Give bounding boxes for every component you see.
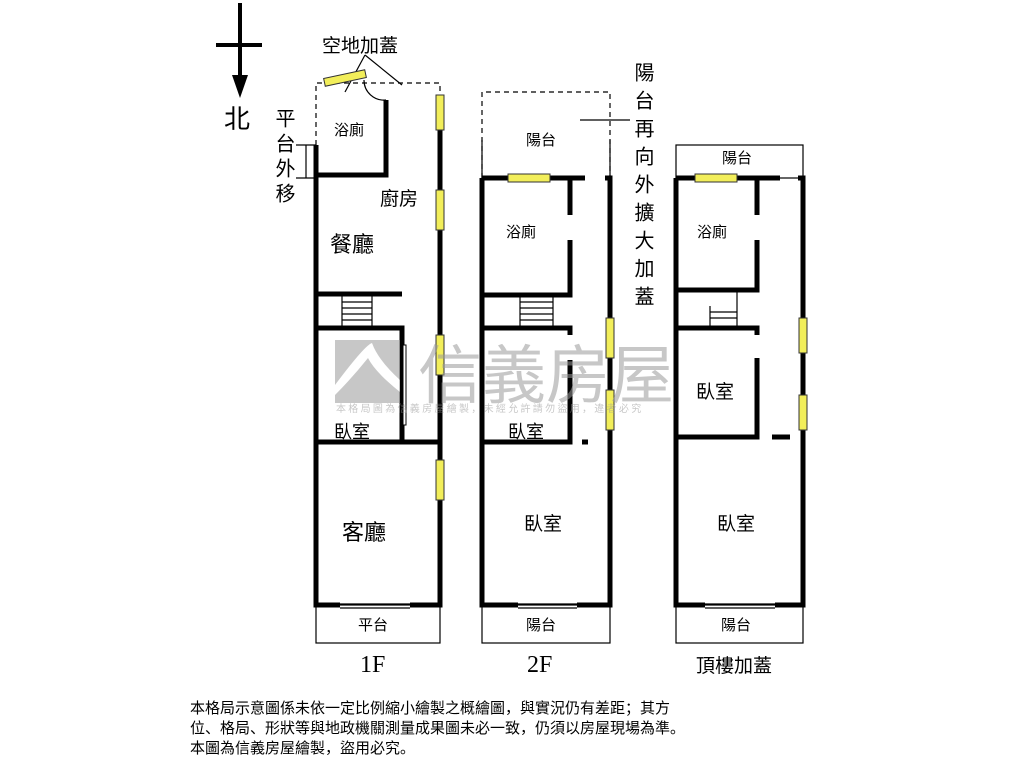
room-balcony-top: 陽台: [526, 131, 556, 149]
north-arrow-icon: [216, 3, 262, 98]
room-bedroom: 臥室: [696, 381, 734, 403]
room-kitchen: 廚房: [380, 187, 418, 210]
platform-moved-dimension: [296, 144, 316, 179]
platform-moved-label: 平台外移: [272, 108, 296, 208]
floor-label-rooftop: 頂樓加蓋: [696, 655, 772, 677]
vacant-addition-label: 空地加蓋: [322, 35, 398, 57]
watermark-text: 本格局圖為信義房屋繪製，未經允許請勿盜用，違者必究: [336, 402, 644, 415]
floor-rooftop: 陽台 浴廁 臥室 臥室 陽台 頂樓加蓋: [673, 144, 808, 677]
room-bedroom: 臥室: [717, 513, 755, 535]
room-bathroom: 浴廁: [334, 121, 364, 139]
balcony-extended-label: 陽台再向外擴大加蓋: [631, 62, 655, 314]
disclaimer: 本格局示意圖係未依一定比例縮小繪製之概繪圖，與實況仍有差距；其方 位、格局、形狀…: [190, 698, 685, 758]
watermark-brand: 信義房屋: [418, 340, 674, 414]
floor-1f: 浴廁 廚房 餐廳 客廳 平台 1F: [313, 69, 445, 678]
north-label: 北: [224, 105, 250, 135]
room-platform: 平台: [358, 616, 388, 634]
disclaimer-line: 位、格局、形狀等與地政機關測量成果圖未必一致，仍須以房屋現場為準。: [190, 719, 686, 737]
room-living: 客廳: [342, 521, 386, 546]
floor-2f: 陽台 浴廁 臥室 陽台 2F: [479, 91, 630, 678]
room-bathroom: 浴廁: [697, 223, 727, 241]
room-bedroom: 臥室: [524, 513, 562, 535]
room-bedroom: 臥室: [508, 422, 544, 443]
room-balcony-top: 陽台: [722, 149, 752, 167]
disclaimer-line: 本圖為信義房屋繪製，盜用必究。: [190, 739, 416, 757]
watermark: 信義房屋 本格局圖為信義房屋繪製，未經允許請勿盜用，違者必究: [335, 340, 674, 415]
room-balcony: 陽台: [526, 616, 556, 634]
room-bedroom: 臥室: [334, 422, 370, 443]
room-balcony: 陽台: [721, 616, 751, 634]
room-bathroom: 浴廁: [506, 223, 536, 241]
disclaimer-line: 本格局示意圖係未依一定比例縮小繪製之概繪圖，與實況仍有差距；其方: [190, 699, 671, 717]
floor-label-1f: 1F: [360, 652, 385, 678]
floor-label-2f: 2F: [527, 652, 552, 678]
room-dining: 餐廳: [330, 233, 374, 258]
